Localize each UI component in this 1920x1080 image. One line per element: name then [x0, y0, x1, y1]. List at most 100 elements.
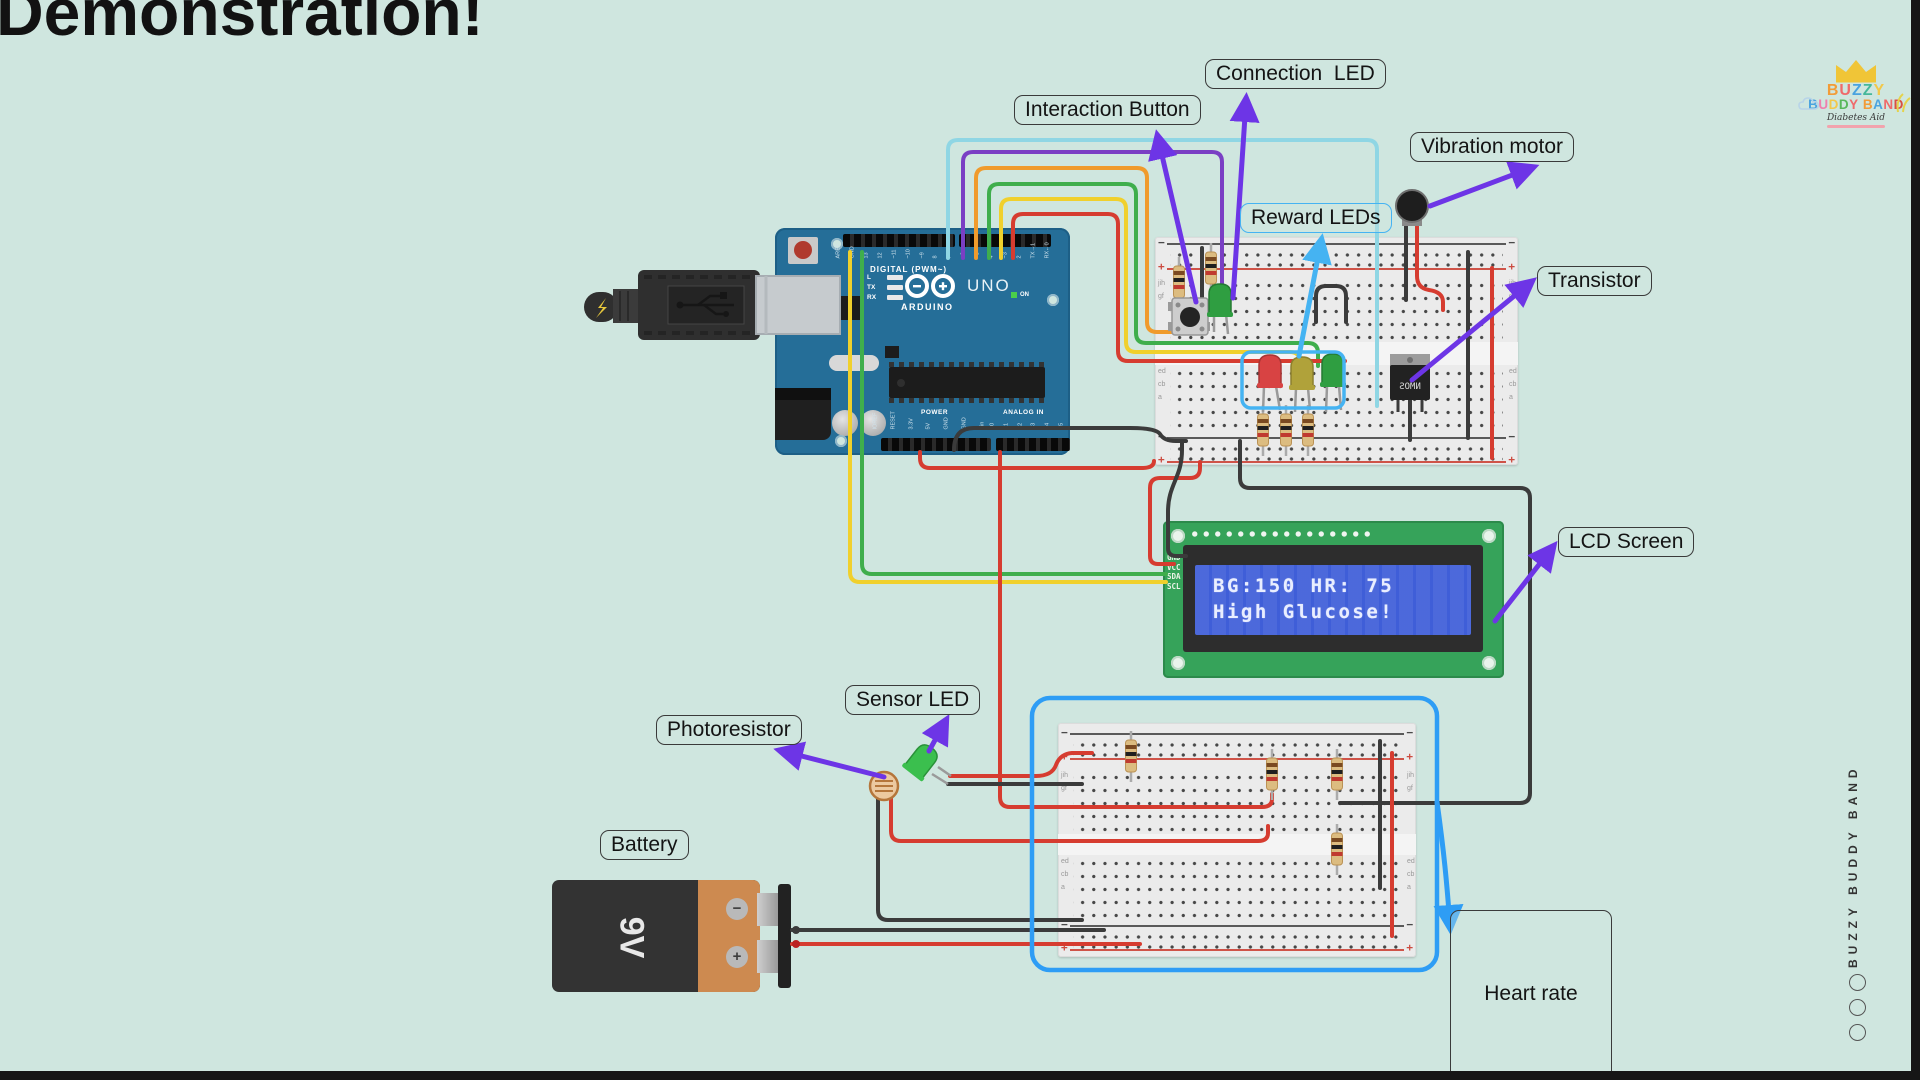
mount-hole — [1047, 294, 1059, 306]
label-connection-led: Connection LED — [1205, 59, 1386, 89]
rail-plus: + — [1406, 941, 1413, 954]
reset-button[interactable] — [788, 237, 818, 264]
resistor — [1124, 729, 1138, 784]
wire-purple-pin7 — [961, 150, 1224, 298]
label-sensor-led: Sensor LED — [845, 685, 981, 715]
wire-photoresistor-black — [876, 796, 1084, 922]
rail-dots — [1073, 930, 1401, 940]
cloud-doodle-icon — [1798, 97, 1819, 110]
rail-line — [1167, 437, 1506, 439]
mount-hole — [1171, 529, 1185, 543]
led-rx — [887, 295, 903, 300]
label-photoresistor: Photoresistor — [656, 715, 802, 745]
pushbutton[interactable] — [1168, 297, 1210, 336]
leaf-doodle-icon — [1896, 93, 1911, 113]
reward-led-red — [1257, 354, 1283, 413]
arduino-text: ARDUINO — [901, 302, 954, 312]
heart-rate-circuit-highlight-box — [1029, 695, 1440, 973]
nav-dot[interactable] — [1849, 974, 1866, 991]
rail-minus: − — [1508, 236, 1515, 249]
vibration-motor — [1395, 189, 1429, 226]
buzzy-buddy-band-logo: BUZZY BUDDY BAND Diabetes Aid — [1798, 58, 1914, 158]
on-led: ON — [1011, 292, 1029, 298]
wire-red-5v — [918, 450, 1156, 470]
rail-minus: − — [1406, 726, 1413, 739]
crystal — [829, 355, 879, 371]
arrow-photoresistor — [773, 741, 887, 780]
lcd-screen: BG:150 HR: 75 High Glucose! — [1195, 565, 1471, 635]
led-tx — [887, 285, 903, 290]
wire-red-lcd-vcc — [1148, 460, 1202, 566]
arrow-heart-rate — [1433, 799, 1464, 935]
analog-header — [996, 438, 1070, 451]
rail-line — [1167, 461, 1506, 463]
rail-minus: − — [1061, 726, 1068, 739]
label-lcd-screen: LCD Screen — [1558, 527, 1695, 557]
reward-led-yellow — [1289, 356, 1315, 413]
arrow-sensor-led — [921, 714, 950, 754]
digital-caption: DIGITAL (PWM~) — [870, 265, 948, 274]
arrow-vibration-motor — [1427, 161, 1540, 209]
label-interaction-button: Interaction Button — [1014, 95, 1201, 125]
rail-line — [1070, 949, 1404, 951]
lcd-bezel: BG:150 HR: 75 High Glucose! — [1183, 545, 1483, 652]
wire-green-sda — [860, 250, 1168, 576]
wire-black-gnd — [952, 426, 1188, 452]
right-edge-bar — [1911, 0, 1920, 1080]
lcd-text-line1: BG:150 HR: 75 — [1213, 575, 1395, 597]
logo-underline — [1827, 125, 1885, 128]
rail-dots — [1170, 248, 1503, 258]
resistor — [1330, 747, 1344, 802]
wire-motor-red — [1415, 222, 1445, 312]
battery-connector — [778, 884, 791, 988]
breadboard-heart-rate: − + − + jihgf jihgf edcba edcba − + − + — [1058, 723, 1416, 957]
nav-dot[interactable] — [1849, 999, 1866, 1016]
rail-plus: + — [1158, 453, 1165, 466]
vertical-brand-text: BUZZY BUDDY BAND — [1846, 764, 1860, 968]
rail-dots — [1073, 748, 1401, 758]
rail-plus: + — [1406, 750, 1413, 763]
label-heart-rate-circuit: Heart rate Sensor Circuit — [1450, 910, 1612, 1080]
battery-minus-terminal: − — [726, 898, 748, 920]
nav-dot[interactable] — [1849, 1024, 1866, 1041]
mount-hole — [1482, 656, 1496, 670]
rail-plus: + — [1158, 260, 1165, 273]
row-letters: edcba — [1061, 858, 1069, 891]
wire-green-pin5 — [987, 182, 1320, 368]
arrow-lcd — [1492, 540, 1558, 624]
row-letters: jihgf — [1061, 772, 1069, 792]
rail-dots — [1170, 258, 1503, 268]
row-letters: edcba — [1158, 368, 1166, 401]
rail-dots — [1073, 738, 1401, 748]
resistor — [1330, 822, 1344, 877]
row-letters: edcba — [1407, 858, 1415, 891]
connection-led — [1207, 283, 1233, 335]
rail-dots — [1073, 940, 1401, 950]
row-letters: jihgf — [1158, 280, 1166, 300]
logo-line1: BUZZY — [1826, 82, 1886, 99]
label-transistor: Transistor — [1537, 266, 1652, 296]
slide-nav-dots — [1849, 974, 1866, 1049]
rail-plus: + — [1508, 453, 1515, 466]
rail-minus: − — [1158, 236, 1165, 249]
mount-hole — [1482, 529, 1496, 543]
arrow-interaction-button — [1148, 129, 1199, 305]
wires — [790, 138, 1532, 946]
tie-points — [1073, 855, 1401, 920]
wire-red-a1 — [998, 450, 1274, 809]
usb-cable — [584, 270, 841, 340]
bottom-edge-bar — [0, 1071, 1920, 1080]
arrow-transistor — [1409, 277, 1537, 383]
crown-icon — [1836, 60, 1876, 83]
mount-hole — [835, 435, 847, 447]
resistor — [1265, 747, 1279, 802]
label-vibration-motor: Vibration motor — [1410, 132, 1575, 162]
battery-9v: 9V − + — [552, 880, 760, 992]
wire-sensorled-red — [948, 751, 1094, 778]
reward-leds-highlight-box — [1240, 350, 1346, 410]
mount-hole — [831, 238, 843, 250]
